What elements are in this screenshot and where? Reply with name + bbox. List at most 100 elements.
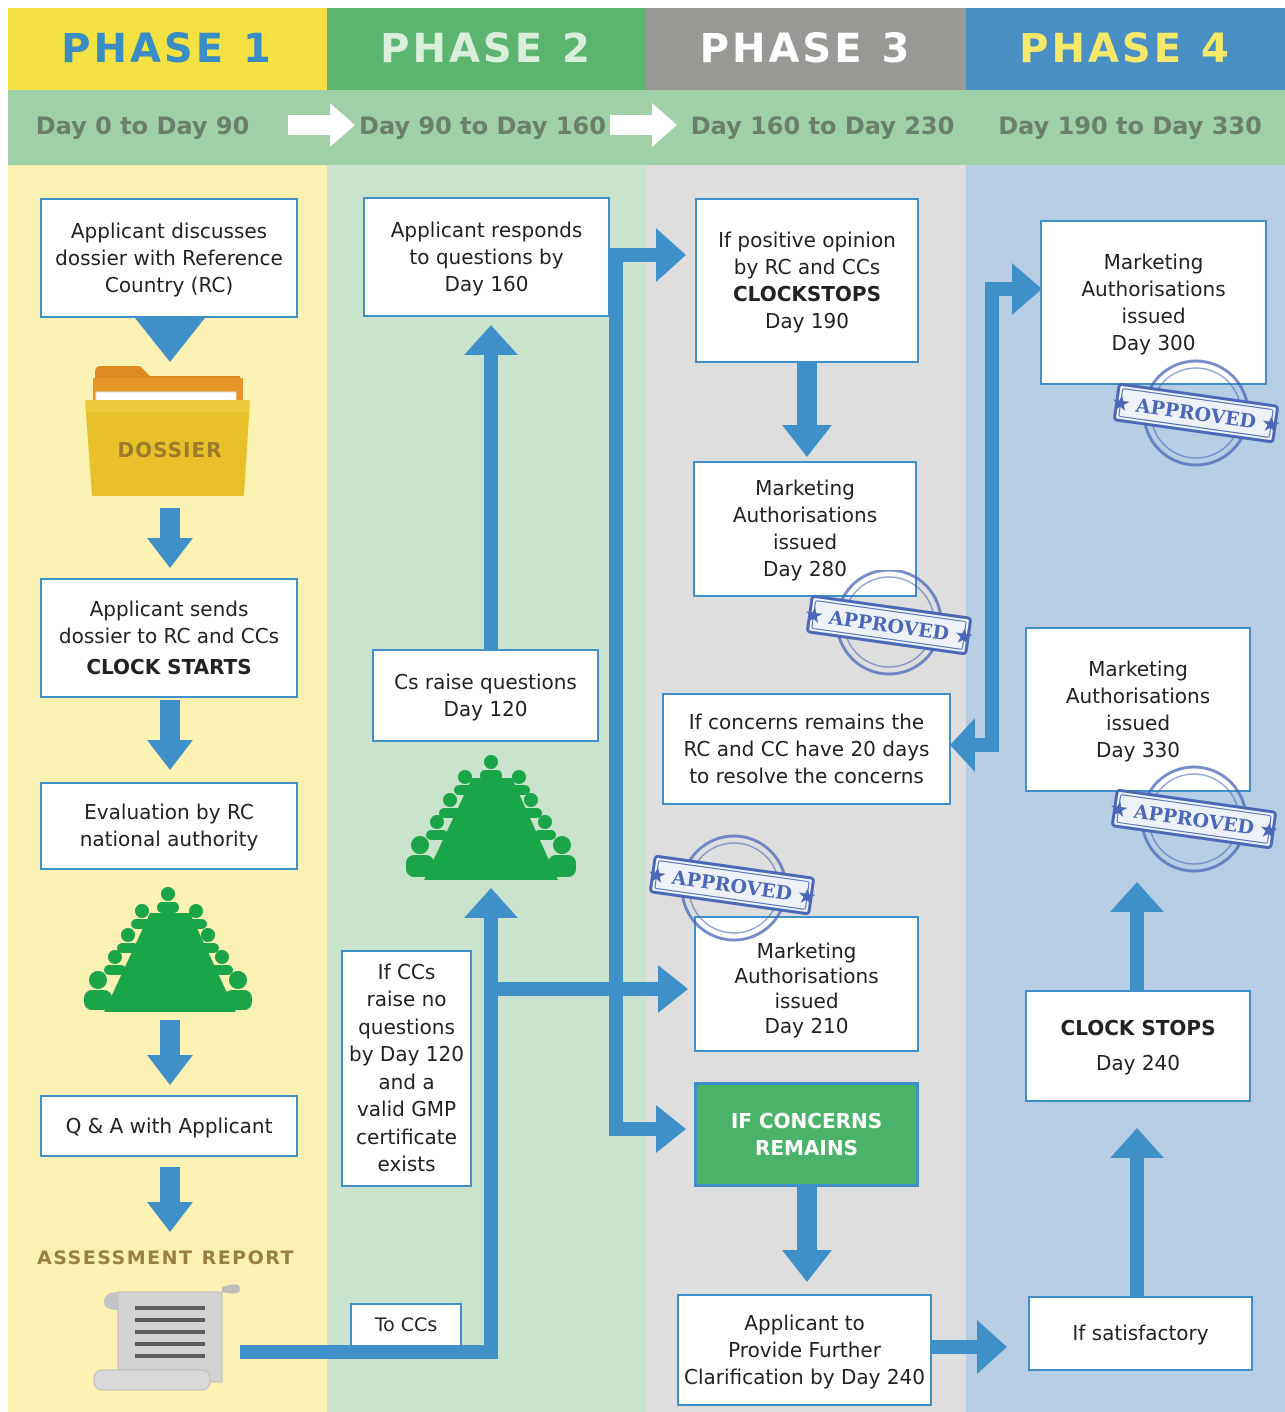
clarify-line-1: Applicant to: [744, 1310, 865, 1335]
folder-icon: [85, 366, 250, 496]
positive-line-2: by RC and CCs: [733, 254, 881, 279]
timeline-arrows: [288, 103, 677, 147]
discuss-line-1: Applicant discusses: [70, 218, 268, 243]
send-line-2: dossier to RC and CCs: [58, 623, 280, 648]
phase4-days: Day 190 to Day 330: [998, 112, 1262, 140]
no-questions-line-5: and a: [378, 1069, 435, 1094]
ma-day210-box: Marketing Authorisations issued Day 210: [694, 916, 919, 1052]
cs-raise-line-2: Day 120: [443, 696, 528, 721]
clock-stops-day: Day 240: [1095, 1051, 1181, 1075]
no-questions-line-1: If CCs: [377, 959, 436, 984]
stamp-icon: ★ APPROVED ★: [804, 568, 974, 676]
phase2-header: PHASE 2: [327, 8, 646, 90]
send-dossier-box: Applicant sends dossier to RC and CCs CL…: [40, 578, 298, 698]
send-line-1: Applicant sends: [89, 596, 249, 621]
meeting-icon-phase2: [406, 755, 576, 880]
discuss-line-2: dossier with Reference: [55, 245, 283, 270]
arrow-right-satisfactory: [977, 1320, 1007, 1374]
responds-line-2: to questions by: [409, 244, 564, 269]
clarify-line-3: Clarification by Day 240: [684, 1364, 925, 1389]
arrow-right-ma300: [1012, 263, 1042, 315]
arrow-down-send: [147, 700, 193, 770]
phase3-days: Day 160 to Day 230: [690, 112, 955, 140]
ma330-line-2: Authorisations: [1065, 683, 1211, 708]
clock-stops-label: CLOCK STOPS: [1060, 1016, 1216, 1040]
evaluation-line-2: national authority: [79, 827, 259, 851]
no-questions-line-3: questions: [358, 1014, 455, 1039]
clock-stops-box: CLOCK STOPS Day 240: [1025, 990, 1251, 1102]
ma300-line-2: Authorisations: [1081, 276, 1226, 301]
to-ccs-label: To CCs: [374, 1313, 438, 1336]
if-concerns-line-1: IF CONCERNS: [730, 1108, 883, 1133]
arrow-down-discuss: [135, 318, 205, 362]
ma210-line-4: Day 210: [764, 1014, 849, 1038]
stamp-icon: ★ APPROVED ★: [1109, 765, 1279, 873]
arrow-up-ma330: [1110, 882, 1164, 912]
arrow-down-meeting: [147, 1020, 193, 1085]
positive-line-1: If positive opinion: [718, 227, 896, 252]
no-questions-line-2: raise no: [366, 987, 447, 1011]
no-questions-box: If CCs raise no questions by Day 120 and…: [341, 950, 472, 1187]
clarify-line-2: Provide Further: [728, 1337, 881, 1362]
qa-label: Q & A with Applicant: [65, 1113, 273, 1138]
assessment-report-label: ASSESSMENT REPORT: [37, 1247, 295, 1269]
arrow-up-to-meeting: [464, 888, 518, 918]
arrow-right-positive: [656, 228, 686, 282]
ma280-line-3: issued: [772, 530, 838, 554]
arrow-down-ma280: [782, 362, 832, 457]
ma-day300-box: Marketing Authorisations issued Day 300: [1040, 220, 1267, 385]
approved-stamp-ma280: ★ APPROVED ★: [804, 568, 974, 680]
ma330-line-3: issued: [1105, 710, 1171, 735]
dossier-label: DOSSIER: [117, 438, 223, 462]
no-questions-line-4: by Day 120: [349, 1042, 464, 1066]
cs-raise-questions-box: Cs raise questions Day 120: [372, 649, 599, 742]
evaluation-box: Evaluation by RC national authority: [40, 782, 298, 870]
approved-stamp-ma300: ★ APPROVED ★: [1111, 358, 1281, 468]
ma300-line-4: Day 300: [1111, 330, 1196, 355]
ma-day330-box: Marketing Authorisations issued Day 330: [1025, 627, 1251, 792]
ma280-line-2: Authorisations: [732, 503, 878, 527]
phase1-days: Day 0 to Day 90: [35, 112, 250, 140]
arrow-down-clarify: [782, 1186, 832, 1282]
ma280-line-4: Day 280: [762, 557, 848, 581]
arrow-right-ma210: [658, 965, 688, 1013]
applicant-responds-box: Applicant responds to questions by Day 1…: [363, 197, 610, 317]
phase2-days: Day 90 to Day 160: [359, 112, 606, 140]
evaluation-line-1: Evaluation by RC: [84, 800, 254, 824]
stamp-icon: ★ APPROVED ★: [647, 834, 817, 942]
satisfactory-label: If satisfactory: [1072, 1321, 1209, 1345]
clockstops-label: CLOCKSTOPS: [733, 281, 881, 306]
discuss-line-3: Country (RC): [104, 272, 234, 297]
if-concerns-line-2: REMAINS: [754, 1135, 859, 1160]
timeline-arrow-2: [610, 103, 677, 147]
timeline-arrow-1: [288, 103, 355, 147]
no-questions-line-7: certificate: [356, 1124, 457, 1149]
approved-stamp-ma210: ★ APPROVED ★: [647, 830, 817, 942]
ma300-line-3: issued: [1121, 303, 1186, 328]
positive-opinion-box: If positive opinion by RC and CCs CLOCKS…: [695, 198, 919, 363]
to-ccs-box: To CCs: [350, 1303, 462, 1347]
report-line: [240, 1345, 498, 1359]
responds-line-1: Applicant responds: [390, 217, 583, 242]
arrow-up-to-responds: [464, 325, 518, 355]
phase1-header: PHASE 1: [8, 8, 327, 90]
qa-box: Q & A with Applicant: [40, 1095, 298, 1157]
concerns20-line-2: RC and CC have 20 days: [683, 736, 930, 761]
arrow-up-clock-stops: [1110, 1128, 1164, 1158]
arrow-down-qa: [147, 1167, 193, 1232]
discuss-dossier-box: Applicant discusses dossier with Referen…: [40, 198, 298, 318]
ma-day280-box: Marketing Authorisations issued Day 280: [693, 461, 917, 597]
ma210-line-2: Authorisations: [734, 964, 879, 988]
satisfactory-box: If satisfactory: [1028, 1296, 1253, 1371]
concerns-20days-box: If concerns remains the RC and CC have 2…: [662, 693, 951, 805]
ma330-line-4: Day 330: [1095, 737, 1181, 762]
ma300-line-1: Marketing: [1103, 249, 1204, 274]
arrow-right-concerns: [656, 1105, 686, 1153]
approved-stamp-ma330: ★ APPROVED ★: [1109, 764, 1279, 874]
no-questions-line-6: valid GMP: [356, 1097, 457, 1121]
responds-line-3: Day 160: [444, 271, 529, 296]
cs-raise-line-1: Cs raise questions: [394, 669, 577, 694]
clock-starts-label: CLOCK STARTS: [86, 654, 252, 679]
positive-day: Day 190: [764, 308, 850, 333]
